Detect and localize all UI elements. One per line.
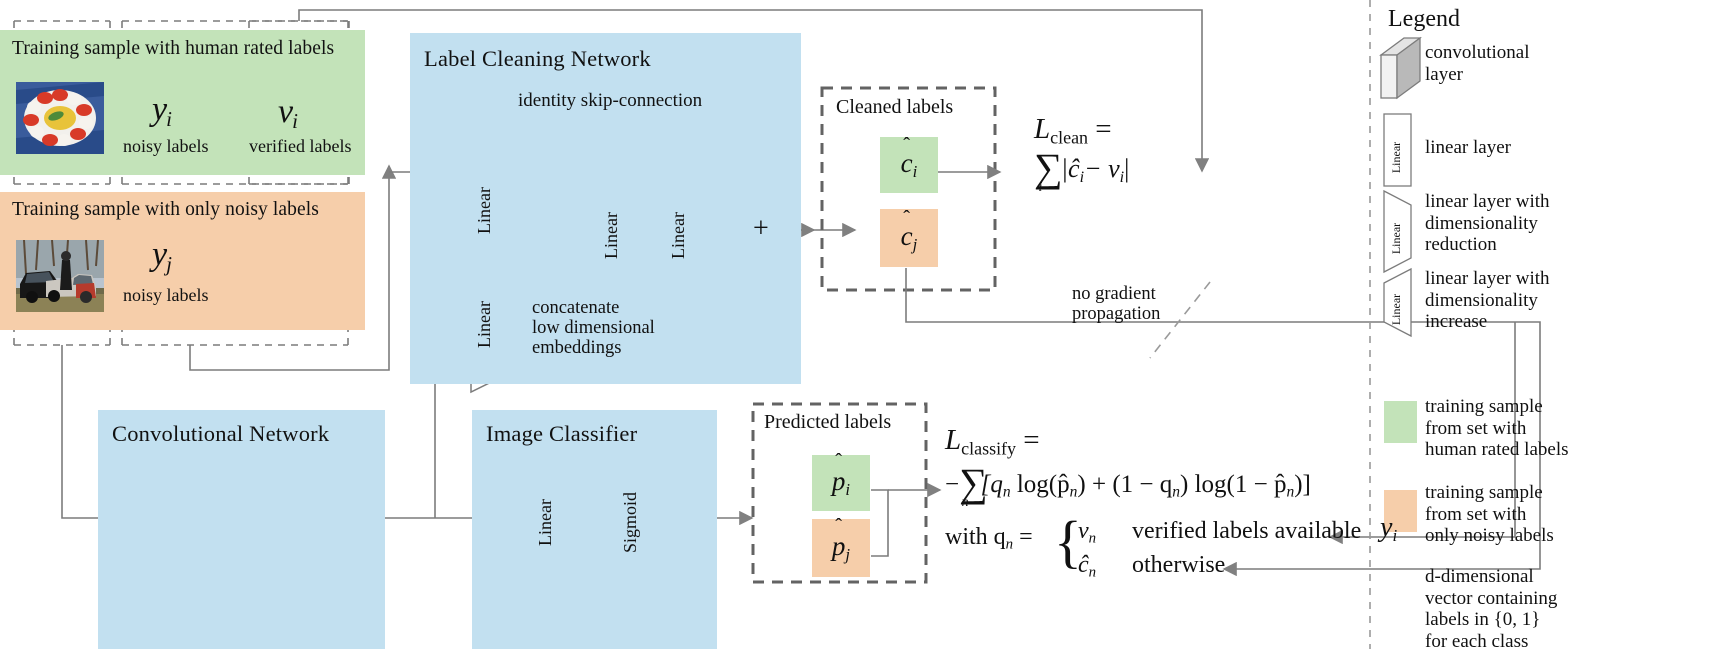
legend-label-conv-layer: convolutional layer — [1425, 42, 1530, 85]
lcn-linear-expand-label: Linear — [667, 212, 688, 259]
food-thumbnail — [16, 82, 104, 154]
no-gradient-line1: no gradient — [1072, 284, 1156, 304]
legend-conv-layer-icon — [1379, 36, 1422, 100]
adder-plus-symbol: + — [753, 213, 769, 244]
legend-linear-reduce-inner-label: Linear — [1389, 222, 1404, 255]
loss-clean-formula-line1: Lclean = — [1034, 113, 1112, 148]
legend-title: Legend — [1388, 6, 1460, 32]
loss-classify-case-1-condition: verified labels available — [1132, 518, 1362, 544]
cleaned-label-chip-j: ĉj — [880, 209, 938, 267]
loss-classify-case-2: ĉn — [1078, 552, 1097, 581]
training-sample-noisy-only-title: Training sample with only noisy labels — [12, 199, 319, 220]
c-hat-j-glyph: ĉ — [900, 220, 913, 251]
loss-classify-case-2-condition: otherwise — [1132, 552, 1226, 578]
lcn-linear-mid-label: Linear — [600, 212, 621, 259]
legend-label-linear-layer: linear layer — [1425, 137, 1511, 158]
legend-orange-swatch-icon — [1384, 490, 1417, 532]
verified-label-symbol-i: vi — [278, 93, 298, 133]
noisy-label-symbol-j: yj — [152, 236, 172, 276]
loss-classify-cases-prefix: with qn = — [945, 524, 1033, 553]
legend-label-orange-sample: training sample from set with only noisy… — [1425, 482, 1554, 547]
legend-label-linear-reduce: linear layer with dimensionality reducti… — [1425, 191, 1550, 256]
legend-y-vector-symbol: yi — [1380, 512, 1398, 546]
training-sample-human-rated-title: Training sample with human rated labels — [12, 38, 335, 59]
loss-classify-formula-line1: Lclassify = — [945, 424, 1040, 459]
noisy-label-symbol-i: yi — [152, 91, 172, 131]
predicted-label-chip-i: p̂i — [812, 455, 870, 511]
no-gradient-line2: propagation — [1072, 304, 1161, 324]
c-hat-i-glyph: ĉ — [900, 147, 913, 178]
image-classifier-title: Image Classifier — [486, 421, 638, 446]
concatenate-note-line2: low dimensional — [532, 318, 655, 338]
legend-label-green-sample: training sample from set with human rate… — [1425, 396, 1569, 461]
noisy-labels-caption-j: noisy labels — [123, 285, 209, 305]
identity-skip-connection-label: identity skip-connection — [518, 90, 703, 111]
convolutional-network-title: Convolutional Network — [112, 421, 330, 446]
noisy-labels-caption-i: noisy labels — [123, 136, 209, 156]
loss-clean-formula-line2: ∑i |ĉi− vi| — [1034, 145, 1130, 196]
legend-label-linear-increase: linear layer with dimensionality increas… — [1425, 268, 1550, 333]
lcn-linear-bottom-label: Linear — [473, 301, 494, 348]
convolutional-network-panel — [98, 410, 385, 649]
legend-linear-layer-inner-label: Linear — [1389, 141, 1404, 174]
legend-green-swatch-icon — [1384, 401, 1417, 443]
predicted-label-chip-j: p̂j — [812, 519, 870, 577]
p-hat-i-glyph: p̂ — [831, 465, 846, 496]
loss-classify-case-1: vn — [1078, 518, 1097, 547]
car-thumbnail — [16, 240, 104, 312]
verified-labels-caption: verified labels — [249, 136, 352, 156]
concatenate-note-line3: embeddings — [532, 338, 622, 358]
legend-linear-increase-inner-label: Linear — [1389, 293, 1404, 326]
lcn-linear-top-label: Linear — [473, 187, 494, 234]
p-hat-j-glyph: p̂ — [831, 530, 846, 561]
predicted-labels-title: Predicted labels — [764, 411, 892, 433]
image-classifier-panel — [472, 410, 717, 649]
cases-brace: { — [1054, 509, 1082, 574]
classifier-sigmoid-label: Sigmoid — [620, 491, 641, 554]
concatenate-note-line1: concatenate — [532, 298, 620, 318]
legend-label-y-vector: d-dimensional vector containing labels i… — [1425, 566, 1558, 649]
cleaned-label-chip-i: ĉi — [880, 137, 938, 193]
label-cleaning-network-title: Label Cleaning Network — [424, 46, 651, 71]
classifier-linear-label: Linear — [534, 499, 555, 546]
cleaned-labels-title: Cleaned labels — [836, 96, 954, 118]
label-cleaning-network-panel — [410, 33, 801, 384]
loss-classify-formula-line2: −∑n[qn log(p̂n) + (1 − qn) log(1 − p̂n)] — [945, 460, 1311, 511]
